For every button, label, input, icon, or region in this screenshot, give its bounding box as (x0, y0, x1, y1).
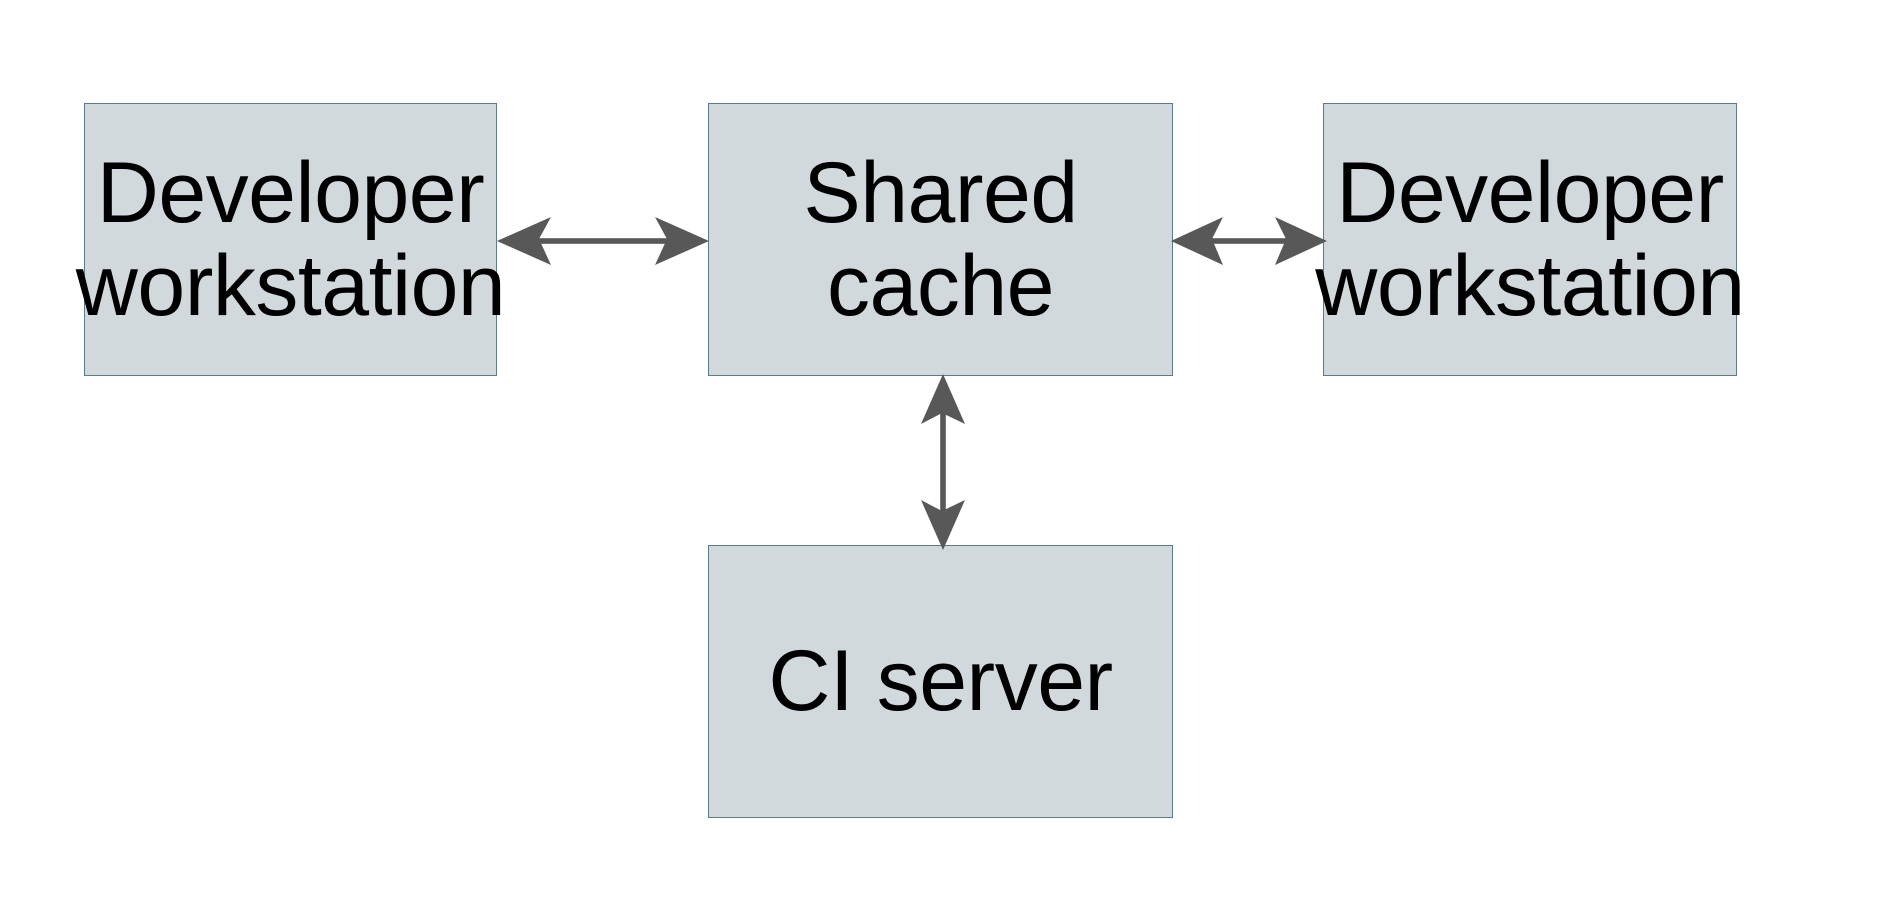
edge-developer-workstation-left-to-shared-cache (489, 206, 717, 276)
node-label: CI server (768, 633, 1113, 730)
bidirectional-arrow-icon (1171, 217, 1327, 265)
bidirectional-arrow-icon (921, 374, 965, 550)
edge-shared-cache-to-developer-workstation-right (1165, 206, 1333, 276)
node-label: Developer workstation (1315, 144, 1745, 334)
node-developer-workstation-right[interactable]: Developer workstation (1315, 103, 1745, 376)
node-shared-cache[interactable]: Shared cache (708, 103, 1173, 376)
node-label: Shared cache (803, 144, 1078, 334)
node-label: Developer workstation (75, 144, 506, 334)
edge-shared-cache-to-ci-server (908, 368, 978, 556)
bidirectional-arrow-icon (497, 217, 709, 265)
node-developer-workstation-left[interactable]: Developer workstation (76, 103, 506, 376)
node-ci-server[interactable]: CI server (708, 545, 1173, 818)
